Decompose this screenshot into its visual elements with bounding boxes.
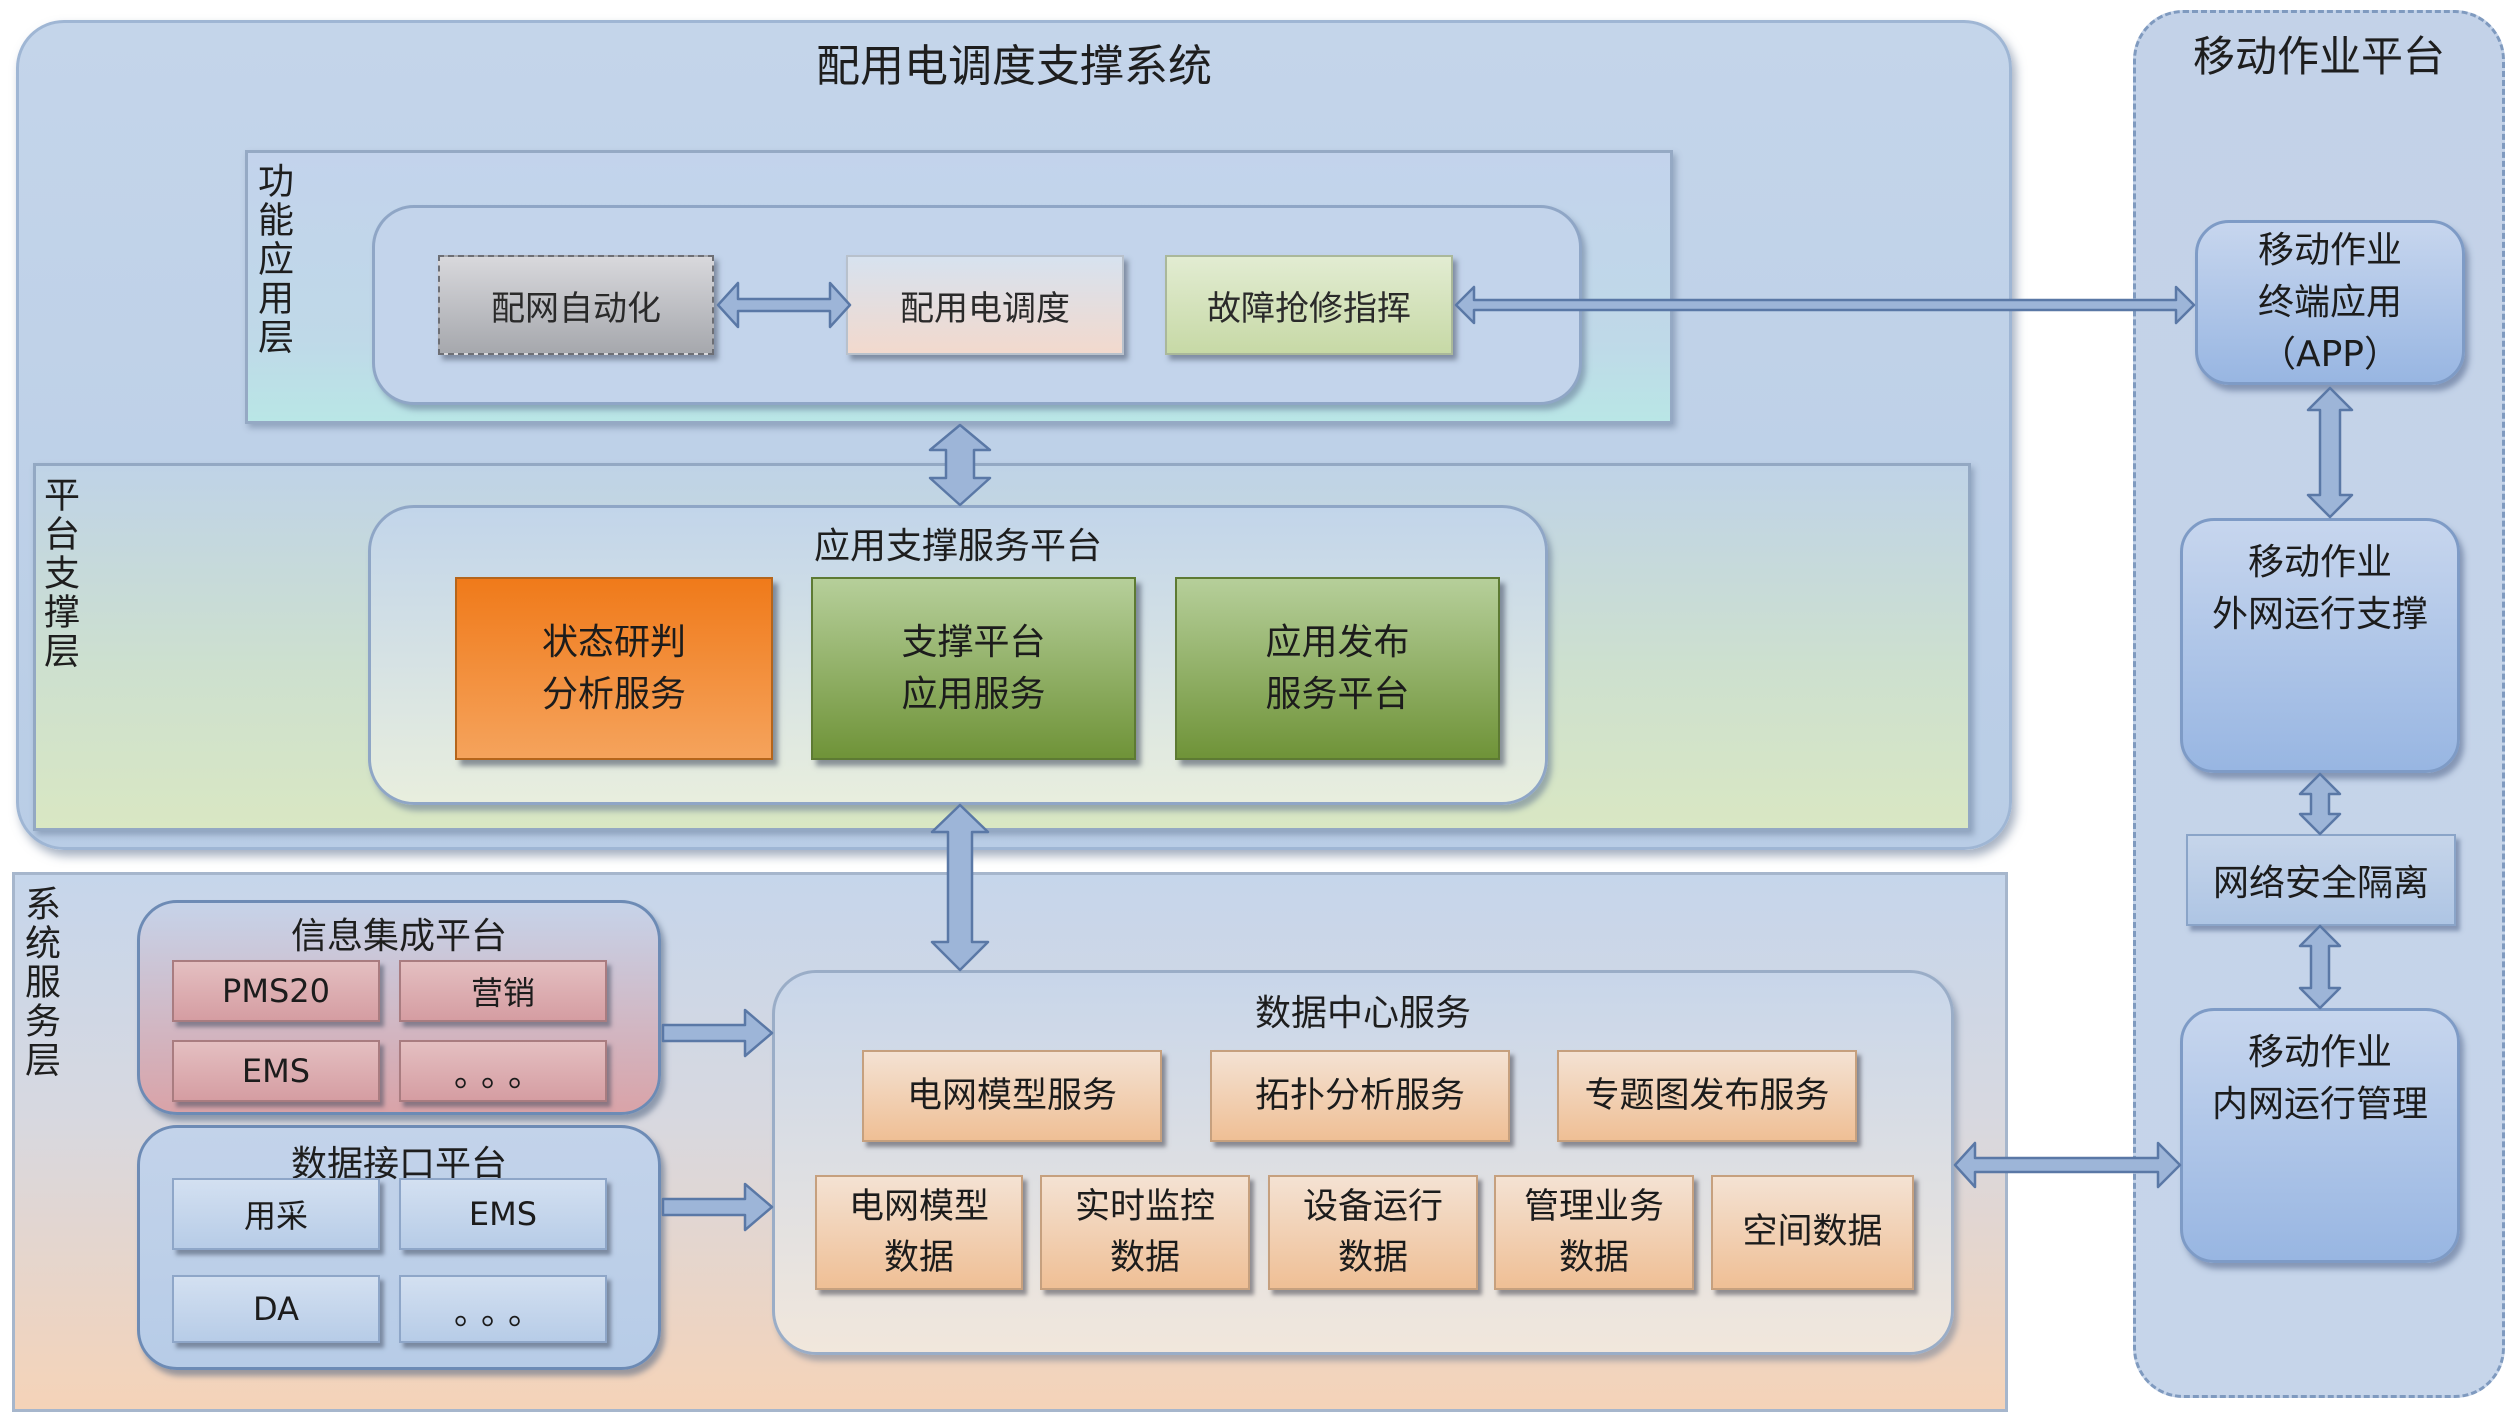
distribution-automation-box: 配网自动化: [438, 255, 714, 355]
data-cell-ems: EMS: [399, 1178, 607, 1250]
realtime-monitor-data-line2: 数据: [1109, 1237, 1180, 1278]
function-layer-label: 功能应用层: [252, 162, 293, 357]
mobile-app-line3: （APP）: [2259, 333, 2401, 375]
mobile-terminal-app-box: 移动作业 终端应用 （APP）: [2195, 220, 2465, 385]
realtime-monitor-data-box: 实时监控数据: [1040, 1175, 1250, 1290]
data-center-service: [772, 970, 1954, 1355]
data-cell-more: 。。。: [399, 1275, 607, 1343]
data-cell-da: DA: [172, 1275, 380, 1343]
power-dispatch-box: 配用电调度: [846, 255, 1124, 355]
mobile-external-support-box: 移动作业 外网运行支撑: [2180, 518, 2460, 773]
data-center-title: 数据中心服务: [1254, 993, 1471, 1034]
state-analysis-line1: 状态研判: [541, 621, 686, 663]
mobile-platform-title: 移动作业平台: [2192, 31, 2445, 81]
mobile-app-line1: 移动作业: [2257, 229, 2402, 271]
topology-analysis-service-box: 拓扑分析服务: [1210, 1050, 1510, 1142]
info-cell-pms20: PMS20: [172, 960, 380, 1022]
info-cell-marketing: 营销: [399, 960, 607, 1022]
support-platform-line2: 应用服务: [901, 673, 1046, 715]
mobile-external-line2: 外网运行支撑: [2211, 594, 2428, 635]
equipment-run-data-line2: 数据: [1337, 1237, 1408, 1278]
state-analysis-line2: 分析服务: [541, 673, 686, 715]
realtime-monitor-data-line1: 实时监控: [1074, 1186, 1215, 1227]
mobile-internal-management-box: 移动作业 内网运行管理: [2180, 1008, 2460, 1263]
mobile-external-line1: 移动作业: [2247, 542, 2392, 583]
equipment-run-data-line1: 设备运行: [1302, 1186, 1443, 1227]
app-publish-platform-box: 应用发布服务平台: [1175, 577, 1500, 760]
support-platform-service-box: 支撑平台应用服务: [811, 577, 1136, 760]
grid-model-service-box: 电网模型服务: [862, 1050, 1162, 1142]
mobile-internal-line1: 移动作业: [2247, 1032, 2392, 1073]
network-security-isolation-box: 网络安全隔离: [2186, 834, 2456, 926]
support-platform-line1: 支撑平台: [901, 621, 1046, 663]
state-analysis-service-box: 状态研判分析服务: [455, 577, 773, 760]
spatial-data-box: 空间数据: [1711, 1175, 1914, 1290]
app-support-platform-title: 应用支撑服务平台: [813, 526, 1102, 567]
data-cell-yongcai: 用采: [172, 1178, 380, 1250]
platform-layer-label: 平台支撑层: [38, 476, 79, 671]
system-title: 配用电调度支撑系统: [816, 41, 1212, 92]
equipment-run-data-box: 设备运行数据: [1268, 1175, 1478, 1290]
mobile-internal-line2: 内网运行管理: [2211, 1084, 2428, 1125]
grid-model-data-box: 电网模型数据: [815, 1175, 1023, 1290]
info-integration-title: 信息集成平台: [290, 916, 507, 957]
mobile-app-line2: 终端应用: [2257, 281, 2402, 323]
app-publish-line1: 应用发布: [1265, 621, 1410, 663]
info-cell-more: 。。。: [399, 1040, 607, 1102]
app-publish-line2: 服务平台: [1265, 673, 1410, 715]
service-layer-label: 系统服务层: [19, 885, 60, 1080]
management-business-data-box: 管理业务数据: [1494, 1175, 1694, 1290]
grid-model-data-line2: 数据: [883, 1237, 954, 1278]
grid-model-data-line1: 电网模型: [848, 1186, 989, 1227]
management-business-data-line2: 数据: [1558, 1237, 1629, 1278]
management-business-data-line1: 管理业务: [1523, 1186, 1664, 1227]
thematic-map-service-box: 专题图发布服务: [1557, 1050, 1857, 1142]
fault-repair-command-box: 故障抢修指挥: [1165, 255, 1453, 355]
info-cell-ems: EMS: [172, 1040, 380, 1102]
